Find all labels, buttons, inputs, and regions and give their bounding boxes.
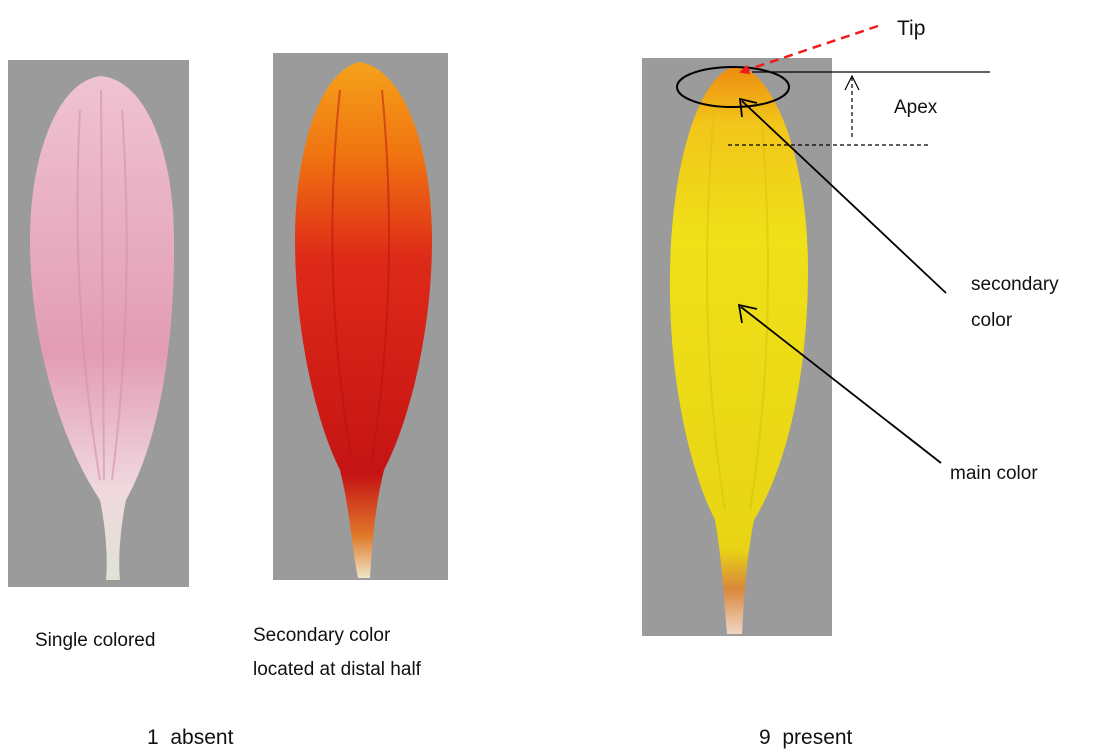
photo-single-colored <box>8 60 189 587</box>
apex-arrowhead <box>844 74 860 91</box>
photo-secondary-distal <box>273 53 448 580</box>
main-color-arrow <box>740 306 942 464</box>
secondary-color-arrowhead <box>738 97 758 118</box>
score-present: 9 present <box>759 726 853 749</box>
red-petal <box>295 62 432 578</box>
yellow-petal <box>669 66 808 634</box>
main-color-label: main color <box>950 463 1038 484</box>
caption-single-colored: Single colored <box>35 630 156 651</box>
score-absent: 1 absent <box>147 726 234 749</box>
secondary-color-arrow <box>741 100 947 294</box>
caption-secondary-line1: Secondary color <box>253 625 391 646</box>
tip-ellipse <box>676 66 790 108</box>
tip-pointer-arrow <box>739 24 879 75</box>
photo-yellow-annotated <box>642 58 832 636</box>
secondary-color-label-line1: secondary <box>971 274 1059 295</box>
caption-secondary-line2: located at distal half <box>253 659 421 680</box>
yellow-petal-veins <box>706 99 769 511</box>
secondary-color-label-line2: color <box>971 310 1013 331</box>
main-color-arrowhead <box>737 303 758 324</box>
red-petal-veins <box>331 89 391 461</box>
pink-petal-veins <box>76 89 128 481</box>
apex-label: Apex <box>894 97 938 118</box>
tip-label: Tip <box>897 17 926 40</box>
